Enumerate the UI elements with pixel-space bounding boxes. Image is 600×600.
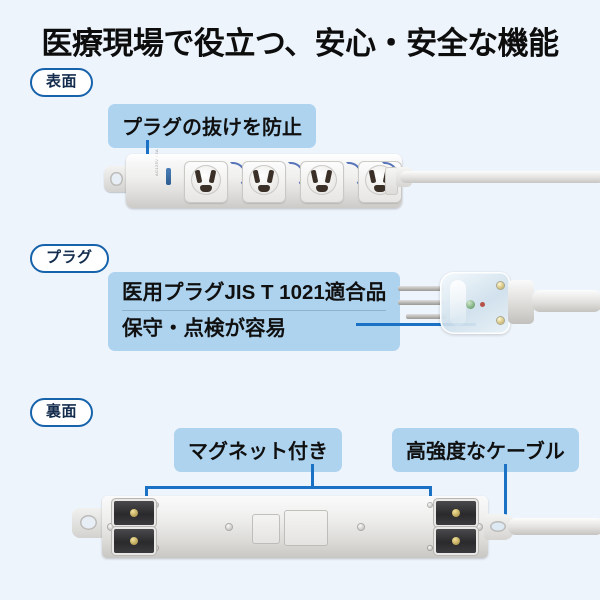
back-screw-bl [154, 546, 158, 550]
back-screw-tl [154, 503, 158, 507]
socket-slot-left-1 [194, 169, 203, 184]
leader-line-cable [504, 464, 507, 526]
socket-face-2 [249, 165, 279, 195]
callout-cable-strength: 高強度なケーブル [392, 428, 579, 472]
product-image-front-view: AC125V 15A [104, 149, 600, 210]
callout-plug-retention: プラグの抜けを防止 [108, 104, 316, 148]
socket-face-1 [191, 165, 221, 195]
back-screw-tr [428, 503, 432, 507]
socket-slot-ground-1 [200, 185, 212, 192]
magnet-bottom-left [114, 529, 154, 553]
plug-cable-collar [508, 280, 534, 324]
hanging-hole-back [80, 515, 97, 530]
power-strip-body-front: AC125V 15A [126, 149, 402, 208]
leader-magnet-stem [311, 464, 314, 488]
hanging-hole-front [110, 172, 123, 186]
socket-slot-ground-3 [316, 185, 328, 192]
plug-screw-bottom [497, 317, 504, 324]
callout-plug-spec: 医用プラグJIS T 1021適合品 保守・点検が容易 [108, 272, 401, 352]
cable-grommet-back [490, 521, 506, 532]
plug-pin-2 [398, 300, 444, 305]
outlet-socket-1 [184, 161, 228, 203]
back-screw-br [428, 546, 432, 550]
power-strip-body-back [102, 496, 488, 558]
power-cable-back [508, 518, 600, 535]
magnet-screw-top-right [452, 509, 460, 517]
magnet-top-right [436, 501, 476, 525]
magnet-screw-bottom-left [130, 537, 138, 545]
section-badge-plug: プラグ [30, 244, 109, 273]
plug-screw-top [497, 282, 504, 289]
back-screw-mid-right [358, 524, 364, 530]
product-image-back-view [68, 492, 600, 564]
plug-transparent-housing [440, 272, 510, 334]
page-title: 医療現場で役立つ、安心・安全な機能 [41, 26, 559, 61]
plug-power-cable [532, 290, 600, 312]
plug-pin-1 [398, 286, 444, 291]
callout-plug-spec-line1: 医用プラグJIS T 1021適合品 [122, 278, 387, 312]
plug-lock-switch [166, 168, 171, 185]
back-emboss-plate-large [284, 510, 328, 546]
socket-slot-right-3 [324, 169, 333, 184]
magnet-screw-top-left [130, 509, 138, 517]
outlet-socket-2 [242, 161, 286, 203]
callout-plug-spec-line2: 保守・点検が容易 [122, 317, 286, 341]
power-cable-front [400, 171, 600, 183]
socket-slot-ground-4 [374, 185, 386, 192]
back-screw-mid-left [226, 524, 232, 530]
socket-slot-left-4 [368, 169, 377, 184]
socket-slot-right-2 [266, 169, 275, 184]
product-image-plug-view [396, 268, 600, 340]
magnet-top-left [114, 501, 154, 525]
section-badge-front: 表面 [30, 68, 94, 97]
section-badge-back: 裏面 [30, 398, 94, 427]
back-emboss-plate-small [252, 514, 280, 544]
plug-internal-terminal-red [480, 302, 485, 307]
outlet-socket-3 [300, 161, 344, 203]
leader-line-plug [356, 323, 476, 326]
back-screw-left [108, 524, 114, 530]
magnet-bottom-right [436, 529, 476, 553]
socket-slot-right-1 [208, 169, 217, 184]
socket-slot-left-2 [252, 169, 261, 184]
callout-magnet: マグネット付き [174, 428, 342, 472]
brand-plate-front [385, 167, 398, 195]
back-screw-right [476, 524, 482, 530]
strip-side-marking: AC125V 15A [154, 148, 159, 176]
hanging-tab-front [104, 166, 130, 192]
socket-slot-left-3 [310, 169, 319, 184]
socket-slot-ground-2 [258, 185, 270, 192]
hanging-tab-back [72, 508, 106, 538]
plug-pin-ground [406, 314, 446, 319]
magnet-screw-bottom-right [452, 537, 460, 545]
socket-face-3 [307, 165, 337, 195]
leader-magnet-bar [145, 486, 432, 489]
plug-internal-terminal-green [466, 300, 475, 309]
